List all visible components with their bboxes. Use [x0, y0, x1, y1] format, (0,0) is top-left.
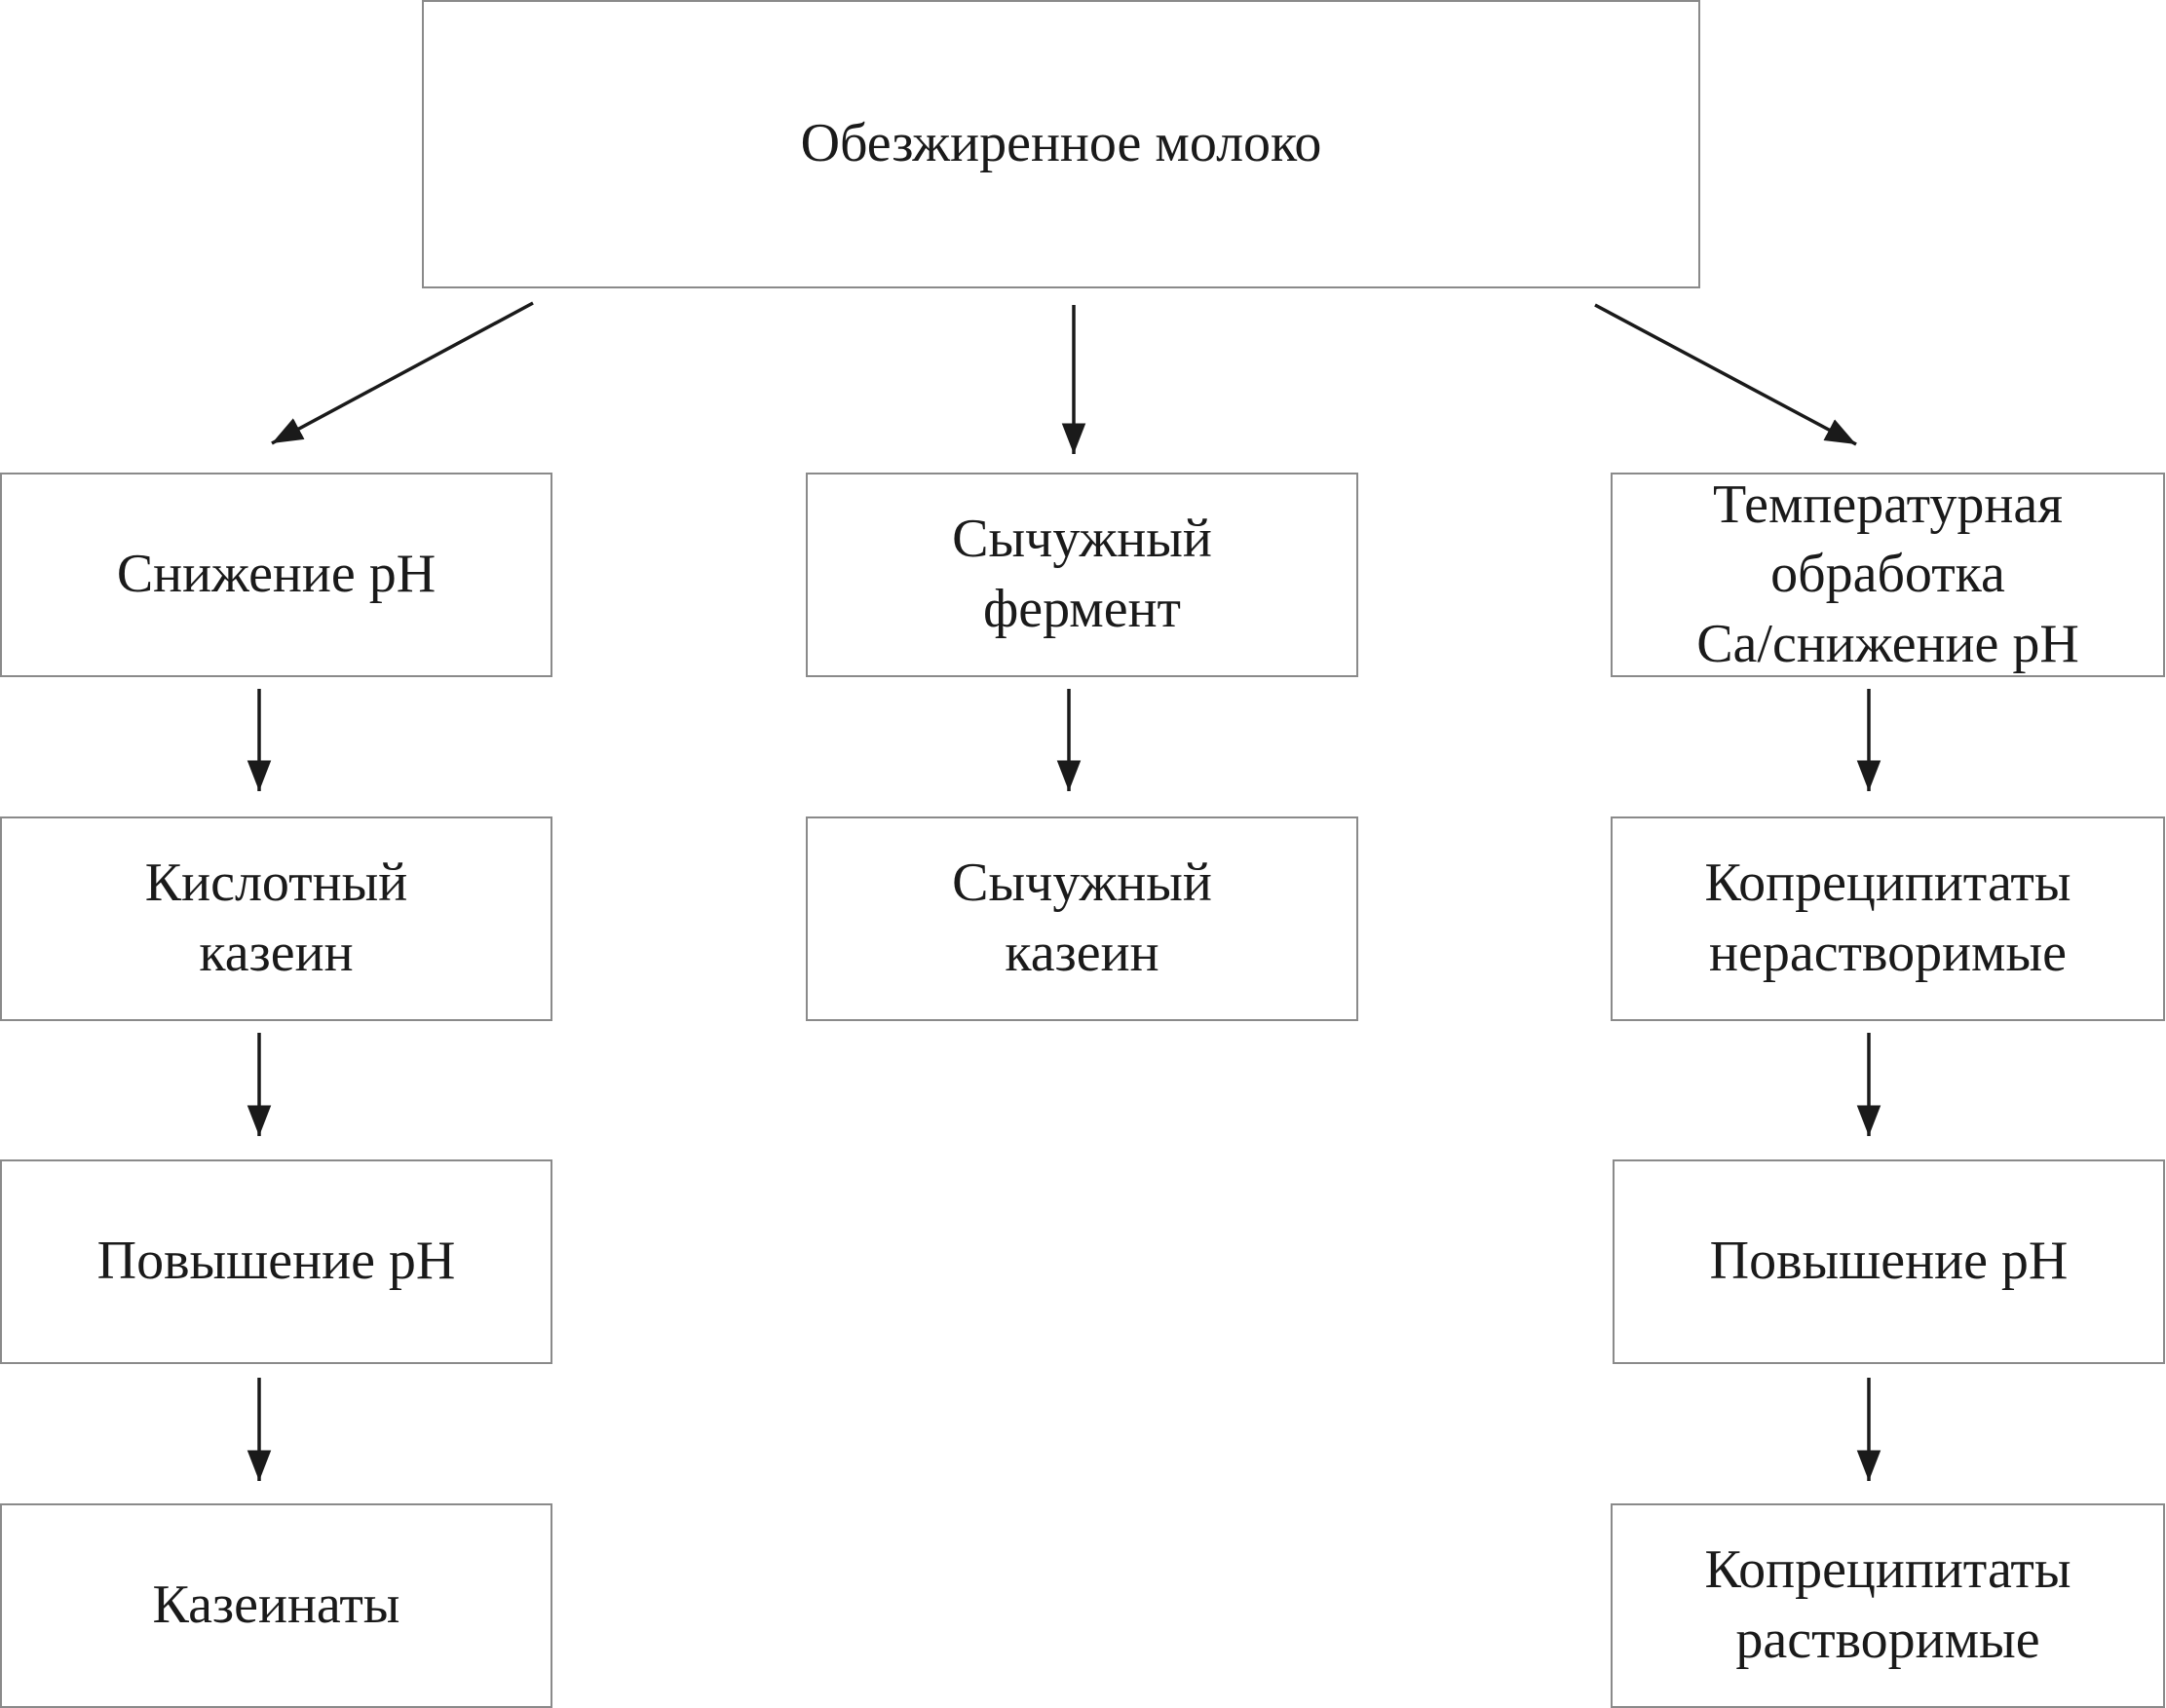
- node-ph-decrease-label: Снижение pH: [116, 544, 437, 605]
- node-ph-increase-left: Повышение pH: [0, 1159, 552, 1364]
- node-ph-increase-right: Повышение pH: [1613, 1159, 2165, 1364]
- node-rennet-enzyme-label: Сычужный фермент: [952, 509, 1212, 639]
- node-acid-casein-label: Кислотный казеин: [144, 853, 408, 983]
- node-skim-milk-label: Обезжиренное молоко: [800, 113, 1322, 174]
- node-soluble-coprecipitates: Копреципитаты растворимые: [1611, 1503, 2165, 1708]
- node-rennet-enzyme: Сычужный фермент: [806, 473, 1358, 677]
- arrow-root-to-right-1: [1594, 303, 1857, 446]
- node-ph-increase-left-label: Повышение pH: [96, 1231, 456, 1292]
- node-acid-casein: Кислотный казеин: [0, 816, 552, 1021]
- node-heat-treatment-label: Температурная обработка Ca/снижение pH: [1696, 474, 2079, 674]
- node-rennet-casein-label: Сычужный казеин: [952, 853, 1212, 983]
- node-heat-treatment: Температурная обработка Ca/снижение pH: [1611, 473, 2165, 677]
- node-ph-decrease: Снижение pH: [0, 473, 552, 677]
- arrow-root-to-left-1: [271, 301, 534, 445]
- node-insoluble-coprecipitates: Копреципитаты нерастворимые: [1611, 816, 2165, 1021]
- node-ph-increase-right-label: Повышение pH: [1709, 1231, 2069, 1292]
- node-soluble-coprecipitates-label: Копреципитаты растворимые: [1704, 1539, 2071, 1670]
- node-rennet-casein: Сычужный казеин: [806, 816, 1358, 1021]
- node-skim-milk: Обезжиренное молоко: [422, 0, 1700, 288]
- node-insoluble-coprecipitates-label: Копреципитаты нерастворимые: [1704, 853, 2071, 983]
- node-caseinates-label: Казеинаты: [152, 1575, 400, 1636]
- node-caseinates: Казеинаты: [0, 1503, 552, 1708]
